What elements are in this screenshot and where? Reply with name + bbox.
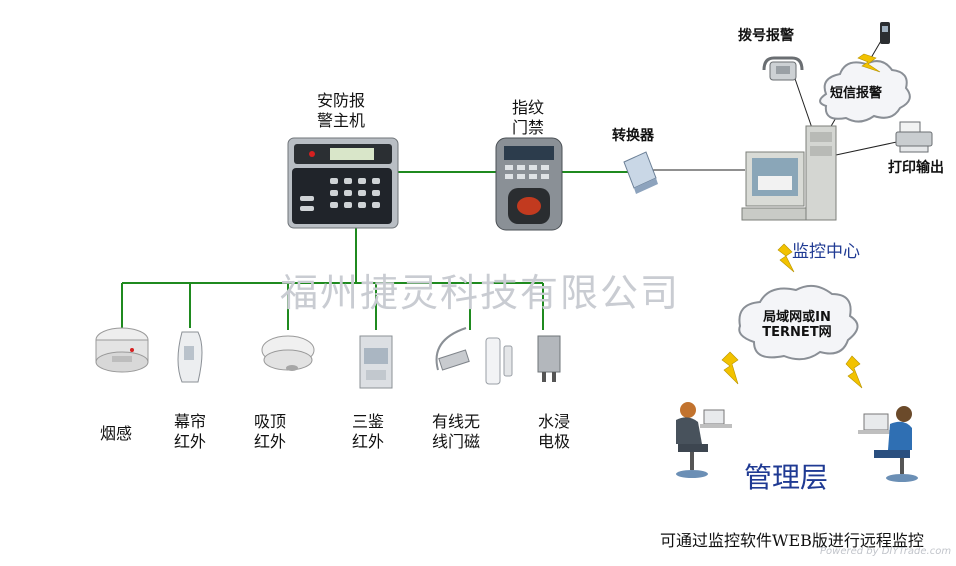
footer-note: 可通过监控软件WEB版进行远程监控: [660, 531, 924, 550]
fingerprint-device: [495, 137, 563, 231]
operator-left: [676, 402, 732, 478]
monitor-pc: [741, 125, 837, 221]
network-label-line: 局域网或IN: [763, 310, 831, 325]
alarm-host-label-line: 警主机: [316, 111, 365, 130]
sensor-label-line: 水浸: [537, 412, 570, 431]
sensor-label-line: 电极: [537, 432, 570, 451]
alarm-host-label: 安防报 警主机: [306, 91, 376, 131]
sensor-label-door: 有线无 线门磁: [426, 412, 486, 452]
printer-icon: [895, 121, 933, 153]
fingerprint-label-line: 门禁: [511, 118, 544, 137]
smoke-detector: [95, 327, 149, 373]
fingerprint-label: 指纹 门禁: [500, 98, 556, 138]
lightning-icon: [721, 351, 739, 385]
fingerprint-label-line: 指纹: [511, 98, 544, 117]
triple-tech-detector: [359, 335, 393, 389]
monitor-center-label: 监控中心: [792, 242, 860, 262]
sensor-label-line: 烟感: [99, 424, 132, 443]
operator-right: [858, 406, 918, 482]
sensor-label-line: 吸顶: [253, 412, 286, 431]
converter-device: [623, 151, 658, 194]
network-label-line: TERNET网: [762, 325, 832, 340]
dial-alarm-label: 拨号报警: [738, 28, 794, 44]
lightning-bolts: [721, 53, 881, 389]
alarm-host-device: [287, 137, 399, 229]
network-label: 局域网或IN TERNET网: [752, 310, 842, 340]
management-label: 管理层: [744, 461, 829, 494]
sensor-label-smoke: 烟感: [96, 424, 136, 444]
curtain-pir: [177, 331, 203, 383]
ceiling-pir: [261, 335, 315, 371]
sensor-label-triple: 三鉴 红外: [348, 412, 388, 452]
lightning-icon: [857, 53, 881, 73]
green-bus: [121, 171, 628, 330]
lightning-icon: [777, 243, 795, 273]
water-leak-sensor: [537, 335, 561, 382]
sensor-label-water: 水浸 电极: [534, 412, 574, 452]
mobile-phone-icon: [880, 22, 890, 44]
sensor-label-ceiling: 吸顶 红外: [250, 412, 290, 452]
company-watermark: 福州捷灵科技有限公司: [280, 271, 681, 315]
sms-cloud: [819, 60, 911, 123]
phone-icon: [762, 56, 804, 81]
print-output-label: 打印输出: [888, 160, 944, 176]
sms-alarm-label: 短信报警: [830, 86, 883, 101]
sensor-label-curtain: 幕帘 红外: [170, 412, 210, 452]
sensor-label-line: 线门磁: [431, 432, 480, 451]
sensor-label-line: 红外: [351, 432, 384, 451]
network-cloud: [738, 284, 859, 361]
sensor-label-line: 红外: [173, 432, 206, 451]
sensor-label-line: 红外: [253, 432, 286, 451]
door-contact: [435, 327, 513, 385]
alarm-host-label-line: 安防报: [316, 91, 365, 110]
lightning-icon: [845, 355, 863, 389]
credit-watermark: Powered by DIYTrade.com: [820, 546, 952, 557]
sensor-label-line: 幕帘: [173, 412, 206, 431]
link-printer-pc: [835, 139, 907, 156]
converter-label: 转换器: [612, 128, 654, 144]
sensor-label-line: 有线无: [431, 412, 480, 431]
sensor-label-line: 三鉴: [351, 412, 384, 431]
